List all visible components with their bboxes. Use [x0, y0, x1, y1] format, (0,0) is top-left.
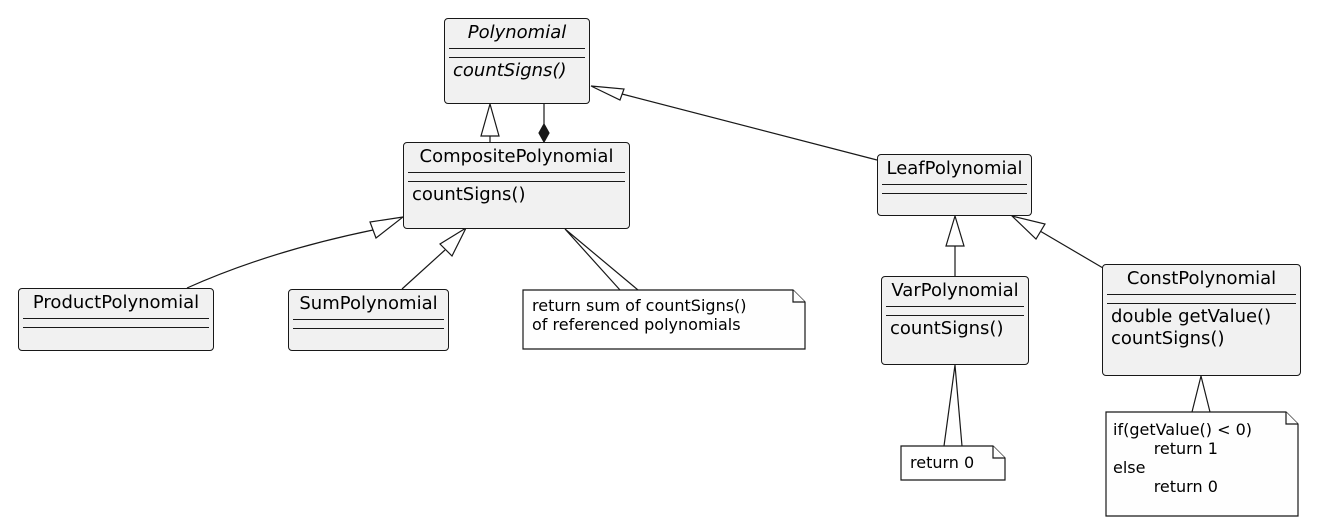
class-name: Polynomial — [467, 22, 567, 43]
divider — [293, 328, 444, 329]
note-fold — [792, 290, 805, 303]
divider — [293, 319, 444, 320]
class-name: LeafPolynomial — [886, 158, 1023, 179]
divider — [408, 172, 625, 173]
attributes-compartment — [404, 173, 629, 181]
class-name: ProductPolynomial — [32, 292, 200, 313]
divider — [23, 327, 209, 328]
attributes-compartment — [19, 319, 213, 327]
inheritance-arrowhead — [1009, 214, 1046, 240]
operation: countSigns() — [1111, 328, 1225, 349]
divider — [1107, 294, 1296, 295]
class-name: ConstPolynomial — [1126, 268, 1277, 289]
attributes-compartment — [445, 49, 589, 57]
note-text: return sum of countSigns() of referenced… — [532, 296, 747, 334]
note-shape-const — [1105, 411, 1299, 517]
class-product-polynomial[interactable]: ProductPolynomial — [18, 288, 214, 351]
attributes-compartment — [289, 320, 448, 328]
note-fold — [992, 446, 1005, 459]
attributes-compartment — [878, 185, 1031, 193]
divider — [882, 193, 1027, 194]
generalization-const-leaf — [1039, 230, 1104, 269]
divider — [886, 306, 1024, 307]
inheritance-arrowhead — [369, 216, 406, 239]
operations-compartment: countSigns() — [445, 58, 589, 85]
note-text: return 0 — [910, 453, 975, 472]
operations-compartment: countSigns() — [882, 316, 1028, 343]
divider — [449, 57, 585, 58]
note-fold — [1285, 412, 1298, 425]
divider — [408, 181, 625, 182]
class-var-polynomial[interactable]: VarPolynomial countSigns() — [881, 276, 1029, 365]
generalization-product-composite — [186, 229, 374, 289]
class-composite-polynomial[interactable]: CompositePolynomial countSigns() — [403, 142, 630, 229]
note-shape-var — [900, 445, 1006, 481]
operations-compartment — [289, 329, 448, 337]
note-const: if(getValue() < 0) return 1 else return … — [1106, 412, 1298, 516]
operations-compartment — [878, 194, 1031, 202]
class-sum-polynomial[interactable]: SumPolynomial — [288, 289, 449, 351]
note-text: if(getValue() < 0) return 1 else return … — [1113, 420, 1253, 496]
divider — [1107, 303, 1296, 304]
operations-compartment — [19, 328, 213, 336]
operations-compartment: countSigns() — [404, 182, 629, 209]
inheritance-arrowhead — [439, 226, 468, 258]
composition-diamond — [538, 122, 550, 144]
divider — [449, 48, 585, 49]
operation: countSigns() — [453, 60, 567, 81]
generalization-sum-composite — [401, 249, 446, 290]
class-name: CompositePolynomial — [419, 146, 614, 167]
inheritance-arrowhead — [590, 85, 625, 101]
inheritance-arrowhead — [480, 101, 500, 137]
note-composite: return sum of countSigns() of referenced… — [523, 290, 805, 349]
note-anchor-var — [943, 364, 963, 447]
operations-compartment: double getValue() countSigns() — [1103, 304, 1300, 353]
class-const-polynomial[interactable]: ConstPolynomial double getValue() countS… — [1102, 264, 1301, 376]
generalization-leaf-polynomial — [621, 93, 878, 161]
operation: double getValue() — [1111, 306, 1272, 327]
operation: countSigns() — [890, 318, 1004, 339]
note-anchor-const — [1191, 375, 1211, 413]
attributes-compartment — [1103, 295, 1300, 303]
class-name: VarPolynomial — [891, 280, 1019, 301]
note-anchor-composite — [564, 228, 639, 291]
operation: countSigns() — [412, 184, 526, 205]
divider — [886, 315, 1024, 316]
class-name: SumPolynomial — [299, 293, 438, 314]
inheritance-arrowhead — [945, 213, 965, 247]
divider — [882, 184, 1027, 185]
note-var: return 0 — [901, 446, 1005, 480]
class-leaf-polynomial[interactable]: LeafPolynomial — [877, 154, 1032, 216]
attributes-compartment — [882, 307, 1028, 315]
note-shape-composite — [522, 289, 806, 350]
class-polynomial[interactable]: Polynomial countSigns() — [444, 18, 590, 104]
divider — [23, 318, 209, 319]
